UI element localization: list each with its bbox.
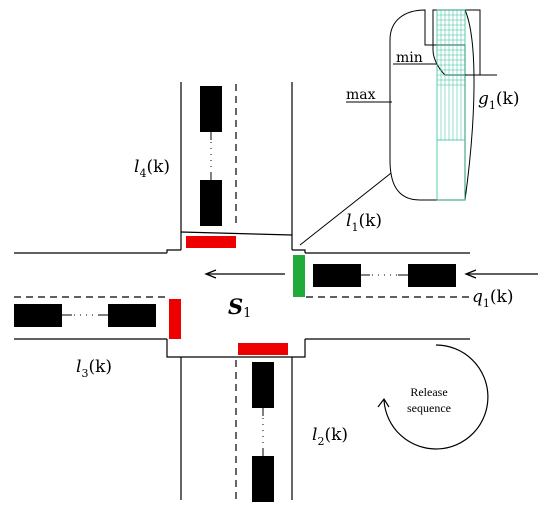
intersection-corner-se [292, 339, 306, 358]
inset-right-curve [464, 9, 475, 201]
release-label-line1: Release [410, 385, 447, 399]
min-label: min [396, 50, 423, 66]
l2-argument: (k) [324, 425, 348, 445]
intersection-corner-sw [166, 339, 181, 358]
grid-fine-lines [437, 10, 465, 140]
signal-north-red [186, 236, 236, 248]
q1-subscript: 1 [483, 297, 490, 310]
g1-symbol: g [478, 89, 489, 109]
vehicle [408, 264, 456, 287]
inset-leader-line [299, 165, 401, 246]
g1-argument: (k) [496, 89, 520, 109]
release-label-line2: sequence [407, 401, 451, 415]
q1-label: q1(k) [472, 287, 513, 310]
signal-south-red [238, 343, 288, 355]
road-outlines [14, 82, 470, 500]
vehicle [313, 264, 361, 287]
l4-symbol: l [134, 157, 139, 177]
s1-subscript: 1 [243, 306, 251, 321]
release-arc-icon [383, 344, 489, 450]
l3-subscript: 3 [81, 367, 88, 380]
intersection-corner-nw [166, 249, 181, 253]
s1-label: S1 [228, 294, 251, 321]
signal-east-green [293, 255, 305, 297]
intersection-corner-ne [292, 249, 306, 253]
east-vehicle-queue [313, 264, 456, 287]
l3-symbol: l [76, 357, 81, 377]
north-stop-line [180, 231, 293, 236]
l2-subscript: 2 [317, 435, 324, 448]
vehicle [252, 456, 274, 502]
l3-argument: (k) [88, 357, 112, 377]
l3-label: l3(k) [76, 357, 112, 380]
inset-phase-view: min max g1(k) [299, 9, 519, 246]
q1-symbol: q [472, 287, 483, 307]
west-vehicle-queue [14, 304, 156, 327]
l1-subscript: 1 [351, 221, 358, 234]
inset-outline [389, 9, 466, 201]
vehicle [200, 180, 222, 226]
s1-arrow-head [204, 269, 217, 279]
l1-symbol: l [346, 211, 351, 231]
q1-argument: (k) [490, 287, 514, 307]
vehicle [14, 304, 62, 327]
q1-arrow-head [464, 269, 477, 279]
g1-subscript: 1 [489, 99, 496, 112]
signal-west-red [169, 299, 181, 339]
vehicle [200, 86, 222, 132]
release-arrow-head-icon [377, 397, 390, 408]
l4-label: l4(k) [134, 157, 170, 180]
g1-label: g1(k) [478, 89, 519, 112]
l2-symbol: l [312, 425, 317, 445]
l1-label: l1(k) [346, 211, 382, 234]
vehicle [108, 304, 156, 327]
max-label: max [346, 87, 376, 103]
flow-arrows [204, 269, 538, 279]
release-sequence-indicator: Release sequence [377, 344, 489, 450]
l2-label: l2(k) [312, 425, 348, 448]
green-time-grid [436, 9, 466, 201]
south-vehicle-queue [252, 362, 274, 502]
s1-symbol: S [228, 294, 243, 319]
vehicle [252, 362, 274, 408]
l1-argument: (k) [358, 211, 382, 231]
lane-dividers [14, 84, 470, 500]
north-vehicle-queue [200, 86, 222, 226]
l4-subscript: 4 [139, 167, 146, 180]
l4-argument: (k) [146, 157, 170, 177]
